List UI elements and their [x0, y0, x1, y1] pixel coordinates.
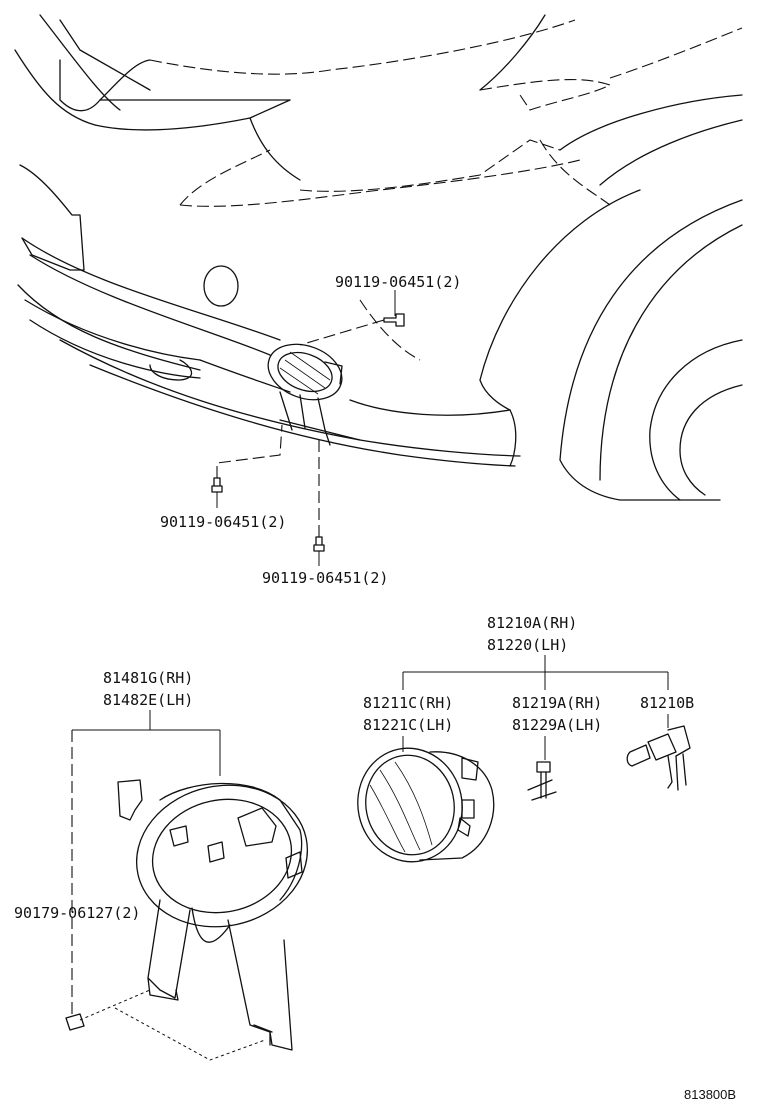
vehicle-front-body	[14, 14, 743, 501]
bolt-bottom	[313, 435, 325, 566]
fog-bulb	[626, 714, 691, 791]
figure-code: 813800B	[684, 1087, 736, 1102]
bracket-rh-label: 81481G(RH)	[103, 669, 193, 687]
fog-lamp-unit	[357, 736, 495, 863]
lamp-unit-lh-label: 81221C(LH)	[363, 716, 453, 734]
bulb-label: 81210B	[640, 694, 694, 712]
bracket-leader	[72, 710, 221, 776]
bolt-bottom-label: 90119-06451(2)	[262, 569, 388, 587]
fog-lamp-assy-leader	[402, 655, 669, 690]
socket-lh-label: 81229A(LH)	[512, 716, 602, 734]
bolt-top	[299, 290, 405, 346]
bolt-left-label: 90119-06451(2)	[160, 513, 286, 531]
bracket-lh-label: 81482E(LH)	[103, 691, 193, 709]
bolt-left	[211, 424, 283, 508]
bulb-socket	[527, 736, 557, 801]
socket-rh-label: 81219A(RH)	[512, 694, 602, 712]
fog-lamp-assy-lh-label: 81220(LH)	[487, 636, 568, 654]
clip	[65, 989, 266, 1061]
fog-lamp-assy-rh-label: 81210A(RH)	[487, 614, 577, 632]
clip-label: 90179-06127(2)	[14, 904, 140, 922]
fog-lamp-bracket	[117, 779, 309, 1051]
bolt-top-label: 90119-06451(2)	[335, 273, 461, 291]
lamp-unit-rh-label: 81211C(RH)	[363, 694, 453, 712]
fog-lamp-installed	[267, 343, 343, 446]
